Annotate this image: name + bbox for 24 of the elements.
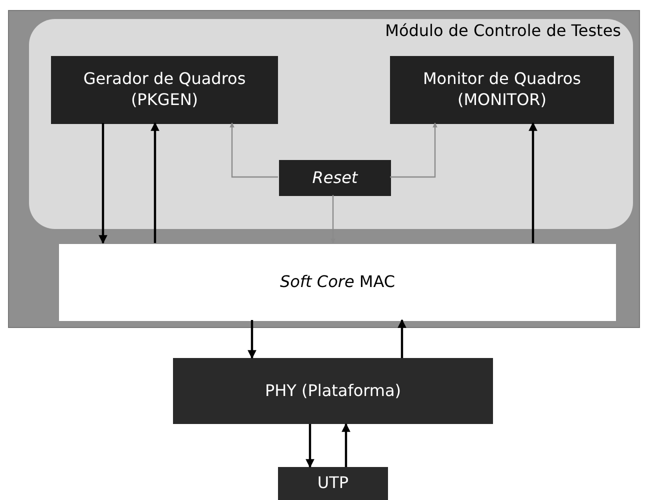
monitor-box (390, 56, 614, 124)
arrow (150, 122, 160, 243)
reset-box (279, 160, 391, 196)
arrow (230, 122, 278, 178)
node-label: Soft Core MAC (278, 272, 396, 293)
arrow (98, 123, 108, 244)
module-panel (8, 10, 640, 328)
utp-box (278, 467, 388, 500)
node-label: Reset (311, 168, 359, 188)
arrow (306, 424, 314, 468)
group-title: Módulo de Controle de Testes (385, 21, 621, 42)
arrow (390, 122, 438, 178)
generator-box (51, 56, 278, 124)
node-label: UTP (316, 473, 350, 494)
arrow (342, 423, 350, 467)
node-label: Gerador de Quadros (PKGEN) (82, 69, 247, 111)
node-label: PHY (Plataforma) (264, 380, 402, 402)
arrow (398, 319, 406, 358)
node-label: Monitor de Quadros (MONITOR) (422, 69, 582, 111)
phy-box (173, 358, 493, 424)
module-group (29, 19, 633, 229)
arrow (248, 320, 256, 359)
arrow (528, 122, 538, 243)
mac-box (59, 244, 616, 321)
